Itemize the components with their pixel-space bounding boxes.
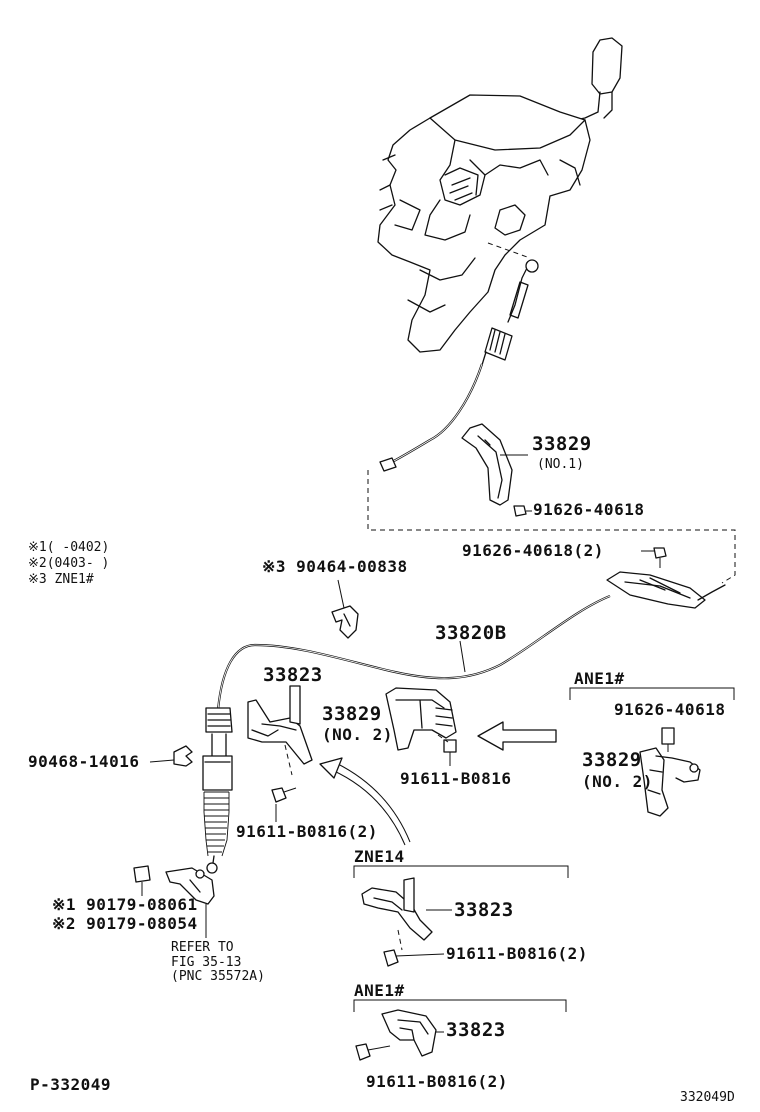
figure-id: P-332049 xyxy=(30,1075,111,1094)
arrow-ane1-to-bracket xyxy=(477,721,557,751)
bracket-33829-no2 xyxy=(385,687,457,766)
note-3: ※3 ZNE1# xyxy=(28,572,94,587)
label-33823-main: 33823 xyxy=(263,664,323,686)
label-zne14-header: ZNE14 xyxy=(354,847,405,866)
label-33823-ane1: 33823 xyxy=(446,1019,506,1041)
label-33829-no2-sub: (NO. 2) xyxy=(322,725,393,744)
label-91611-B0816-zne14: 91611-B0816(2) xyxy=(446,944,588,963)
drawing-code: 332049D xyxy=(680,1090,735,1105)
label-refer-fig: FIG 35-13 xyxy=(171,955,241,970)
label-ane1-header-b: ANE1# xyxy=(354,981,405,1000)
label-90464-00838: ※3 90464-00838 xyxy=(262,557,408,576)
label-refer-to: REFER TO xyxy=(171,940,234,955)
bolt-91626-2 xyxy=(641,547,667,568)
label-91626-40618-top: 91626-40618 xyxy=(533,500,644,519)
label-33820B: 33820B xyxy=(435,622,507,644)
bracket-33823-ane1 xyxy=(355,1009,444,1061)
zne14-bracket-line xyxy=(353,865,569,878)
ane1-b-bracket-line xyxy=(353,999,567,1012)
label-91611-B0816-ane1: 91611-B0816(2) xyxy=(366,1072,508,1091)
label-90179-08061: ※1 90179-08061 xyxy=(52,895,198,914)
lever-bracket-bottom xyxy=(133,865,215,938)
label-ane1-header: ANE1# xyxy=(574,669,625,688)
clip-90464 xyxy=(331,579,359,639)
bracket-33829-no1 xyxy=(461,423,532,517)
label-33829-no2: 33829 xyxy=(322,703,382,725)
label-91611-B0816-2: 91611-B0816(2) xyxy=(236,822,378,841)
clip-90468 xyxy=(173,745,193,767)
bracket-33823-main xyxy=(247,685,313,803)
label-refer-pnc: (PNC 35572A) xyxy=(171,969,265,984)
label-33829-no1-sub: (NO.1) xyxy=(537,457,584,472)
label-90179-08054: ※2 90179-08054 xyxy=(52,914,198,933)
label-33823-zne14: 33823 xyxy=(454,899,514,921)
label-33829-no1: 33829 xyxy=(532,433,592,455)
leader-90468 xyxy=(149,759,175,763)
label-90468-14016: 90468-14016 xyxy=(28,752,139,771)
arrow-zne14-to-bracket xyxy=(319,757,411,846)
note-1: ※1( -0402) xyxy=(28,540,109,555)
bracket-33823-zne14 xyxy=(361,877,452,967)
label-33829-ane1-sub: (NO. 2) xyxy=(582,772,653,791)
control-cable-33820B xyxy=(202,594,611,874)
label-91626-40618-ane: 91626-40618 xyxy=(614,700,725,719)
mount-plate xyxy=(606,571,726,609)
leader-33820B xyxy=(459,640,466,673)
note-2: ※2(0403- ) xyxy=(28,556,109,571)
shift-lever-assembly xyxy=(377,37,623,472)
label-91611-B0816: 91611-B0816 xyxy=(400,769,511,788)
label-33829-ane1: 33829 xyxy=(582,749,642,771)
bracket-33829-ane1 xyxy=(639,727,701,817)
ane1-bracket-line xyxy=(569,687,735,700)
label-91626-40618-2: 91626-40618(2) xyxy=(462,541,604,560)
